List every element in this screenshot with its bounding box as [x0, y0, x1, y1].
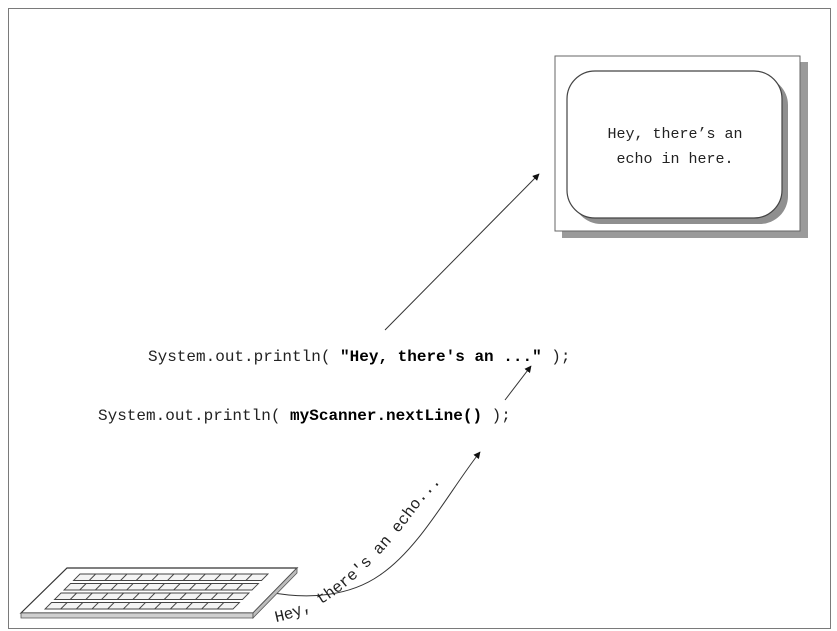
typed-input-path-text: Hey, there's an echo...: [273, 473, 445, 627]
keyboard-key-divider: [245, 573, 253, 581]
keyboard-key-divider: [154, 602, 162, 610]
keyboard-key-divider: [148, 592, 156, 600]
arrow-to-screen: [384, 173, 540, 331]
keyboard-key-divider: [107, 602, 115, 610]
keyboard-key-divider: [226, 592, 234, 600]
keyboard-key-divider: [182, 573, 190, 581]
keyboard-key-divider: [91, 602, 99, 610]
keyboard-key-divider: [132, 592, 140, 600]
monitor: Hey, there’s an echo in here.: [554, 55, 808, 238]
println-scanner-suffix: );: [482, 407, 511, 425]
keyboard-key-divider: [204, 583, 212, 591]
keyboard-key-divider: [214, 573, 222, 581]
println-scanner-statement: System.out.println( myScanner.nextLine()…: [98, 407, 511, 425]
keyboard-key-divider: [95, 583, 103, 591]
println-literal-prefix: System.out.println(: [148, 348, 340, 366]
keyboard-key-divider: [138, 602, 146, 610]
keyboard-key-divider: [229, 573, 237, 581]
keyboard-key-divider: [173, 583, 181, 591]
keyboard-key-divider: [151, 573, 159, 581]
keyboard-key-divider: [142, 583, 150, 591]
println-literal-suffix: );: [542, 348, 571, 366]
println-literal-statement: System.out.println( "Hey, there's an ...…: [148, 348, 570, 366]
keyboard-key-divider: [126, 583, 134, 591]
keyboard-key-divider: [157, 583, 165, 591]
keyboard-key-divider: [167, 573, 175, 581]
keyboard-key-divider: [110, 583, 118, 591]
keyboard-key-divider: [69, 592, 77, 600]
keyboard-key-divider: [179, 592, 187, 600]
keyboard-key-divider: [116, 592, 124, 600]
keyboard-key-divider: [88, 573, 96, 581]
keyboard-key-divider: [220, 583, 228, 591]
keyboard-key-divider: [236, 583, 244, 591]
string-literal: "Hey, there's an ...": [340, 348, 542, 366]
keyboard-key-divider: [79, 583, 87, 591]
keyboard-key-divider: [189, 583, 197, 591]
scanner-call: myScanner.nextLine(): [290, 407, 482, 425]
arrow-to-literal: [504, 365, 532, 401]
keyboard-key-divider: [217, 602, 225, 610]
keyboard-key-divider: [210, 592, 218, 600]
screen-text-line2: echo in here.: [616, 151, 733, 168]
keyboard-key-divider: [60, 602, 68, 610]
keyboard-key-divider: [85, 592, 93, 600]
screen-text-line1: Hey, there’s an: [607, 126, 742, 143]
keyboard-key-divider: [201, 602, 209, 610]
keyboard-key-divider: [170, 602, 178, 610]
keyboard-key-divider: [135, 573, 143, 581]
keyboard-key-divider: [76, 602, 84, 610]
keyboard-key-divider: [123, 602, 131, 610]
keyboard-key-divider: [163, 592, 171, 600]
println-scanner-prefix: System.out.println(: [98, 407, 290, 425]
keyboard-key-divider: [198, 573, 206, 581]
keyboard-key-divider: [195, 592, 203, 600]
typed-input-text: Hey, there's an echo...: [273, 473, 445, 627]
keyboard-icon: [19, 567, 299, 619]
diagram-frame: [8, 8, 831, 629]
keyboard-key-divider: [104, 573, 112, 581]
keyboard-key-divider: [101, 592, 109, 600]
keyboard-key-divider: [185, 602, 193, 610]
keyboard-key-divider: [120, 573, 128, 581]
keyboard-input-curve: [267, 451, 481, 597]
